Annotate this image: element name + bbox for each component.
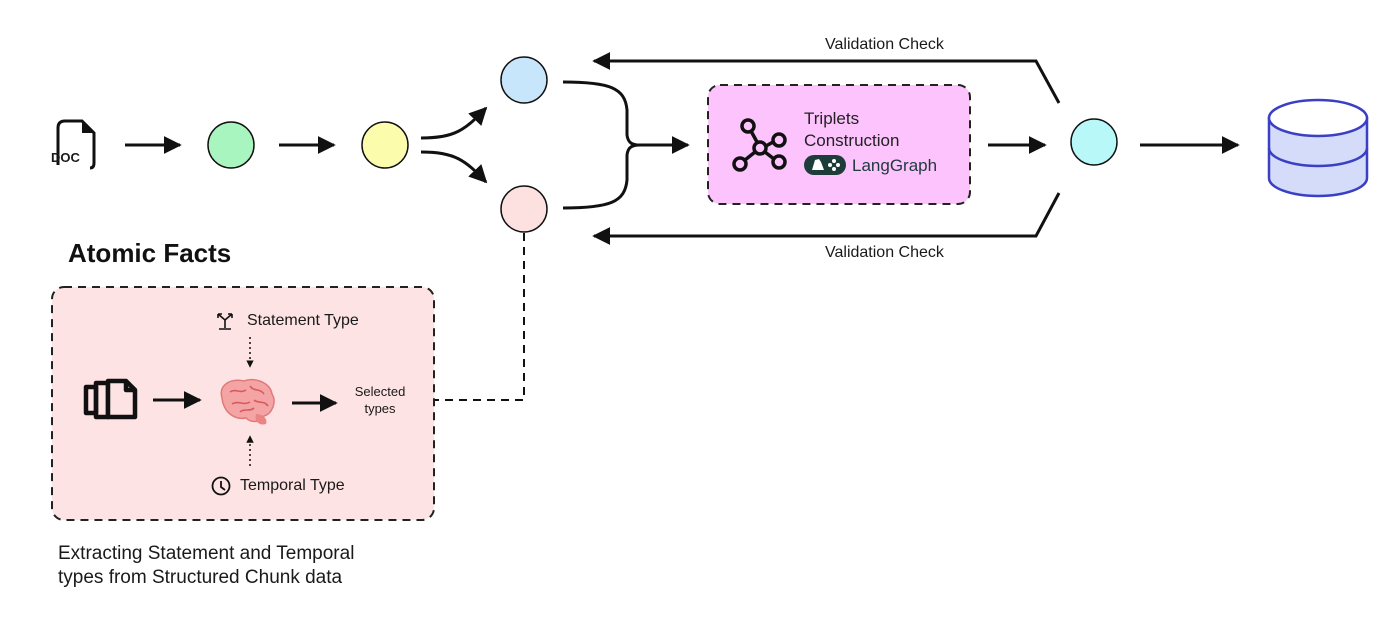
document-label: DOC <box>51 150 80 165</box>
statement-type-label: Statement Type <box>247 312 359 329</box>
document-icon <box>56 119 96 170</box>
caption-line1: Extracting Statement and Temporal <box>58 543 355 564</box>
arrow-node2-to-node3-bottom <box>420 150 488 184</box>
atomic-facts-connector <box>435 233 525 401</box>
temporal-type-label: Temporal Type <box>240 477 345 494</box>
langgraph-label: LangGraph <box>852 156 938 175</box>
validation-arrow-top <box>592 52 1061 104</box>
node-1 <box>207 121 255 169</box>
node-3-top <box>500 56 548 104</box>
validation-check-label-top: Validation Check <box>825 36 944 53</box>
atomic-facts-title: Atomic Facts <box>68 238 232 268</box>
node-2 <box>361 121 409 169</box>
documents-stack-icon <box>83 378 138 420</box>
validation-arrow-bottom <box>592 192 1061 245</box>
langgraph-logo-icon <box>804 155 846 175</box>
node-3-bottom <box>500 185 548 233</box>
arrow-node2-to-node3-top <box>420 106 488 140</box>
database-icon <box>1267 98 1369 198</box>
atomic-facts-caption: Extracting Statement and Temporal types … <box>58 542 438 590</box>
selected-types-label: Selected types <box>346 383 414 417</box>
merge-brace <box>562 80 641 210</box>
triplets-label-line1: Triplets <box>804 109 860 128</box>
selected-types-line2: types <box>364 401 396 416</box>
brain-icon <box>220 378 275 425</box>
split-arrows-icon <box>217 313 233 330</box>
selected-types-line1: Selected <box>354 384 406 399</box>
validation-check-label-bottom: Validation Check <box>825 244 944 261</box>
caption-line2: types from Structured Chunk data <box>58 567 343 588</box>
clock-icon <box>211 476 231 496</box>
node-4 <box>1070 118 1118 166</box>
triplets-box <box>707 84 971 205</box>
graph-network-icon <box>732 118 787 172</box>
triplets-label-line2: Construction <box>804 131 900 150</box>
